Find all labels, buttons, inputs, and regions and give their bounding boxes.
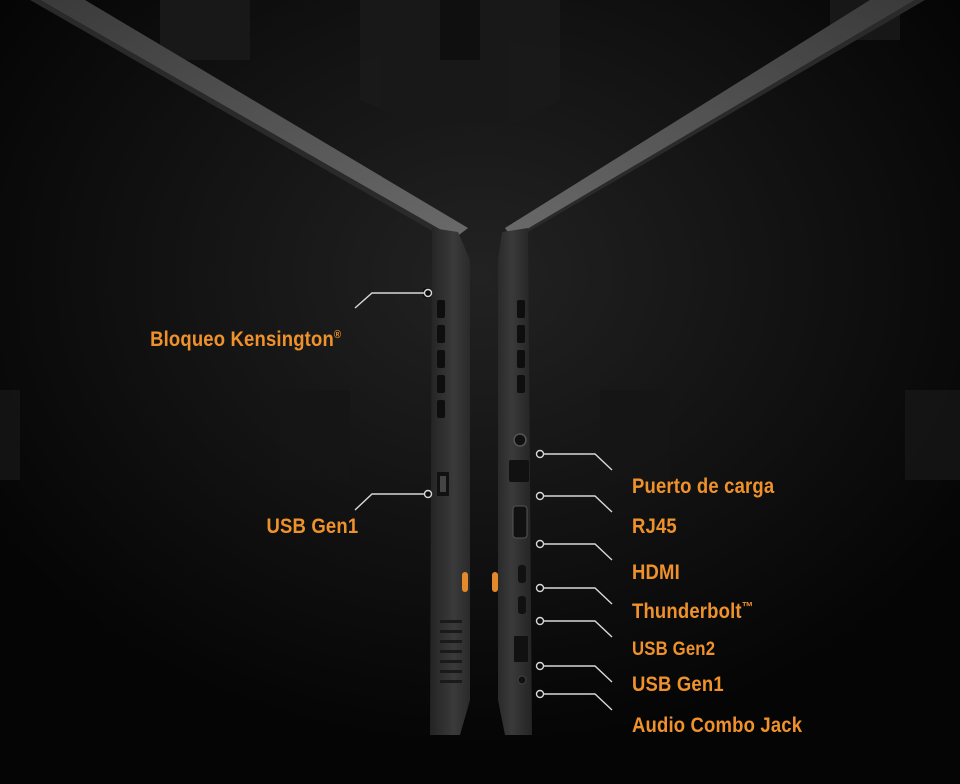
label-thunderbolt: Thunderbolt™ [632,599,754,623]
label-hdmi: HDMI [632,561,680,584]
leader-lines-right [535,449,613,711]
left-chassis [430,228,470,735]
label-charging-port: Puerto de carga [632,475,775,498]
label-usb-gen2: USB Gen2 [632,639,716,660]
left-lid [40,0,468,238]
right-lid [505,0,915,238]
leader-lines-left [354,288,433,511]
label-usb-gen1-right: USB Gen1 [632,673,724,696]
label-usb-gen1-left: USB Gen1 [266,515,359,538]
label-audio-combo-jack: Audio Combo Jack [632,714,803,737]
label-kensington-lock: Bloqueo Kensington® [150,328,342,351]
label-rj45: RJ45 [632,515,677,538]
